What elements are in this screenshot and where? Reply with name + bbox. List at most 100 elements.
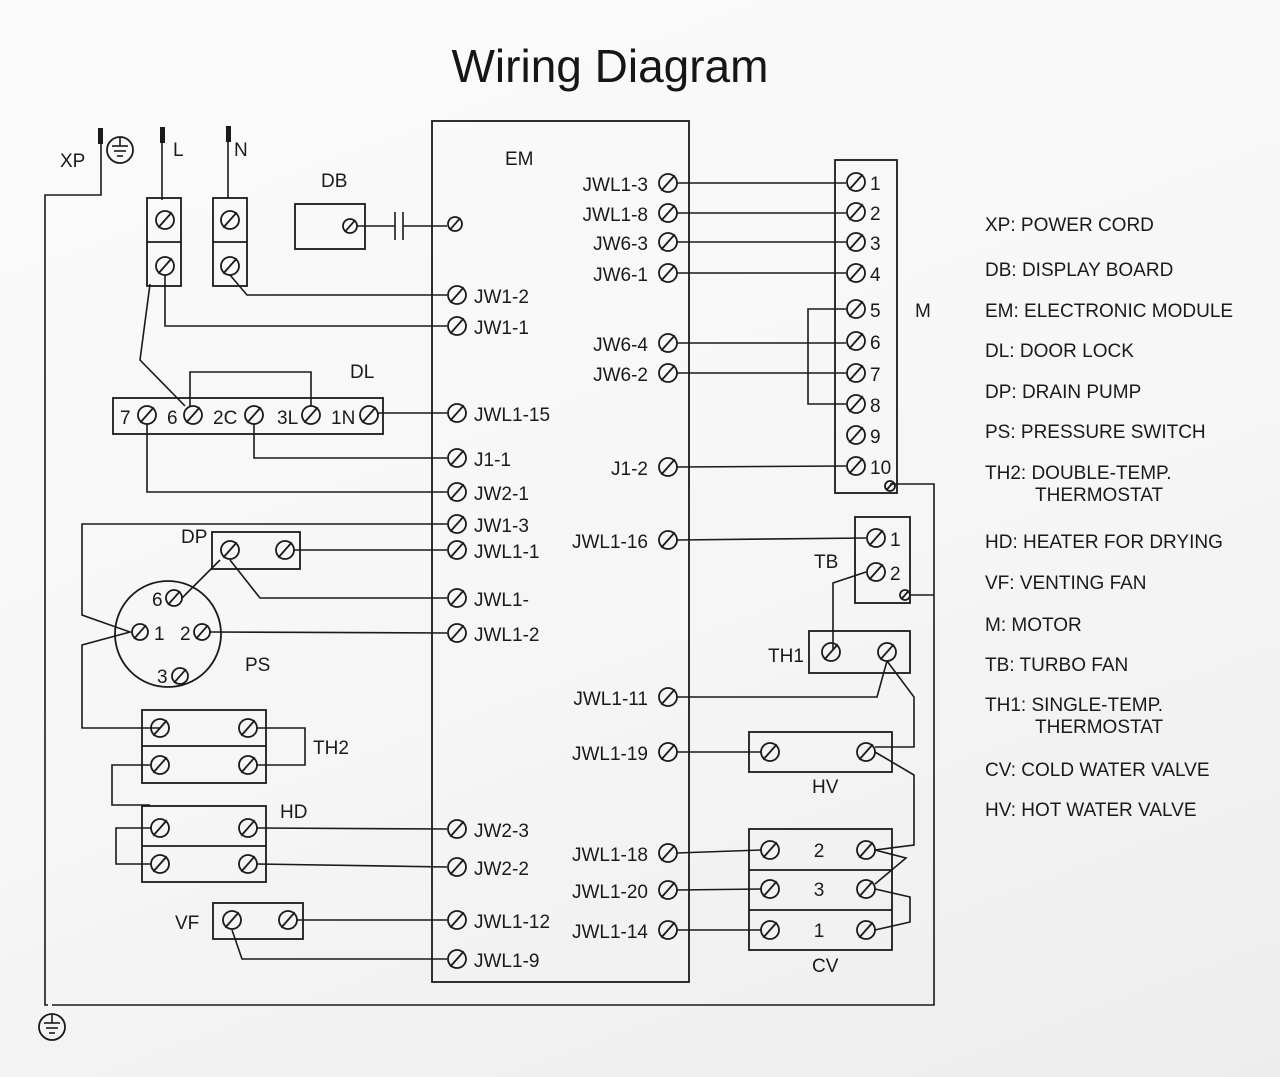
em-right-terminal-jwl1-20	[658, 880, 678, 900]
l-to-dl6-wire	[139, 283, 186, 407]
dl-pin-7: 7	[120, 408, 131, 429]
ps-terminal-3	[171, 667, 189, 685]
motor-ground-terminal	[884, 480, 896, 492]
em-left-pin-jwl1-: JWL1-	[474, 590, 529, 611]
terminal-slash	[660, 844, 676, 862]
dl-pin-1n: 1N	[331, 408, 355, 429]
em-right-pin-jwl1-18: JWL1-18	[572, 845, 648, 866]
parts	[38, 120, 911, 1041]
hv-terminal-2	[856, 742, 876, 762]
terminal-ring	[899, 589, 911, 601]
terminal-ring	[846, 331, 866, 351]
legend-entry: M: MOTOR	[985, 615, 1082, 636]
cv-terminal-left-3	[760, 879, 780, 899]
terminal-slash	[280, 911, 296, 929]
terminal-ring	[155, 256, 175, 276]
cv-terminal-left-1	[760, 920, 780, 940]
hd-terminal-4	[238, 854, 258, 874]
dp-label: DP	[181, 527, 207, 548]
terminal-ring	[220, 540, 240, 560]
db-label: DB	[321, 171, 347, 192]
em-right-terminal-j1-2	[658, 457, 678, 477]
vf-label: VF	[175, 913, 199, 934]
hv-box	[748, 731, 893, 773]
em-left-pin-jwl1-2: JWL1-2	[474, 625, 539, 646]
terminal-ring	[658, 687, 678, 707]
terminal-slash	[848, 457, 864, 475]
terminal-ring	[447, 316, 467, 336]
terminal-ring	[238, 854, 258, 874]
motor-pin-9: 9	[870, 427, 881, 448]
em-left-pin-jw1-3: JW1-3	[474, 516, 529, 537]
diagram-title: Wiring Diagram	[452, 40, 769, 92]
th1-terminal-2	[877, 642, 897, 662]
terminal-slash	[449, 515, 465, 533]
terminal-ring	[856, 879, 876, 899]
motor-pin-8: 8	[870, 396, 881, 417]
legend-entry: HV: HOT WATER VALVE	[985, 800, 1197, 821]
db-box	[294, 203, 366, 250]
terminal-slash	[660, 531, 676, 549]
em-left-terminal-jwl1-12	[447, 910, 467, 930]
cv-label: CV	[812, 956, 839, 977]
terminal-ring	[220, 256, 240, 276]
terminal-ring	[447, 482, 467, 502]
legend-text-continued: THERMOSTAT	[1035, 717, 1163, 738]
terminal-ring	[658, 530, 678, 550]
tb-terminal-2	[866, 562, 886, 582]
terminal-ring	[447, 540, 467, 560]
legend-entry: TH2: DOUBLE-TEMP.THERMOSTAT	[985, 463, 1172, 506]
terminal-ring	[846, 394, 866, 414]
th1-terminal-1	[821, 642, 841, 662]
em-left-pin-jw1-1: JW1-1	[474, 318, 529, 339]
motor-label: M	[915, 301, 931, 322]
em-right-terminal-jwl1-11	[658, 687, 678, 707]
em-right-pin-jwl1-8: JWL1-8	[583, 205, 648, 226]
legend-entry: DL: DOOR LOCK	[985, 341, 1134, 362]
terminal-slash	[449, 449, 465, 467]
earth-bus-wire	[52, 483, 935, 1006]
motor-terminal-6	[846, 331, 866, 351]
em-left-terminal-jwl1-9	[447, 949, 467, 969]
em-left-terminal-jw1-2	[447, 285, 467, 305]
dl-terminal-7	[137, 405, 157, 425]
ps-body	[114, 580, 222, 688]
terminal-slash	[157, 211, 173, 229]
terminal-slash	[660, 921, 676, 939]
ps-terminal-2	[193, 623, 211, 641]
em-left-pin-jw2-1: JW2-1	[474, 484, 529, 505]
em-left-pin-jwl1-12: JWL1-12	[474, 912, 550, 933]
terminal-ring	[658, 232, 678, 252]
l-label: L	[173, 140, 184, 161]
terminal-slash	[246, 406, 262, 424]
terminal-ring	[220, 210, 240, 230]
legend-text: TH1: SINGLE-TEMP.	[985, 695, 1163, 716]
tb2-to-th1-wire	[832, 571, 867, 650]
hd-to-jw2-3-wire	[256, 827, 448, 830]
terminal-ring	[447, 403, 467, 423]
terminal-ring	[856, 920, 876, 940]
terminal-ring	[866, 562, 886, 582]
terminal-ring	[238, 718, 258, 738]
legend-text: DB: DISPLAY BOARD	[985, 260, 1173, 281]
vf-terminal-2	[278, 910, 298, 930]
em-left-terminal-jw2-2	[447, 857, 467, 877]
ps-pin-2: 2	[180, 624, 191, 645]
xp-ground-icon	[106, 136, 134, 164]
terminal-slash	[222, 257, 238, 275]
hd-terminal-3	[150, 854, 170, 874]
terminal-slash	[139, 406, 155, 424]
em-left-pin-jwl1-15: JWL1-15	[474, 405, 550, 426]
terminal-ring	[137, 405, 157, 425]
terminal-slash	[222, 541, 238, 559]
terminal-slash	[848, 300, 864, 318]
terminal-ring	[846, 425, 866, 445]
terminal-slash	[240, 855, 256, 873]
em-right-terminal-jwl1-3	[658, 173, 678, 193]
dp-box	[211, 531, 301, 570]
terminal-slash	[848, 173, 864, 191]
l-terminal-1	[155, 210, 175, 230]
terminal-ring	[658, 173, 678, 193]
terminal-slash	[762, 743, 778, 761]
terminal-ring	[359, 405, 379, 425]
